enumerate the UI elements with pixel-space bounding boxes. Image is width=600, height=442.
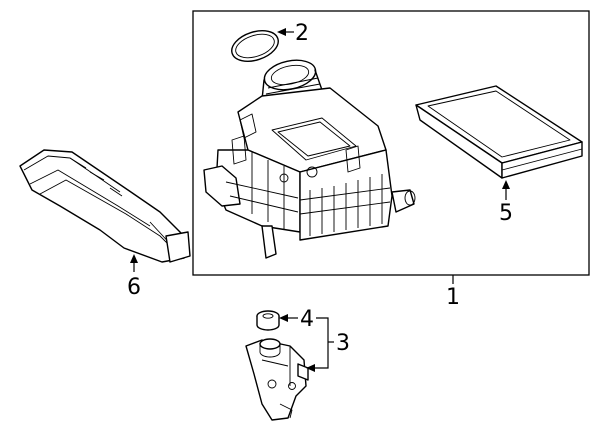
part-3-mounting-bracket	[245, 338, 309, 421]
callout-5: 5	[499, 201, 513, 226]
assembly-frame	[192, 10, 590, 276]
callout-3: 3	[336, 331, 350, 356]
callout-1: 1	[446, 285, 460, 310]
callout-6: 6	[127, 275, 141, 300]
part-2-seal-ring	[231, 30, 279, 62]
part-1-air-cleaner-housing	[203, 59, 416, 259]
part-5-air-filter-element	[415, 85, 583, 179]
arrow-2	[277, 28, 286, 36]
arrow-3	[306, 364, 315, 372]
callout-4: 4	[300, 307, 314, 332]
part-6-intake-duct	[19, 149, 191, 263]
arrow-4	[279, 314, 288, 322]
arrow-5	[502, 180, 510, 189]
leader-3	[314, 317, 329, 369]
part-4-grommet	[256, 310, 280, 331]
leader-lines	[130, 28, 510, 372]
callout-2: 2	[295, 21, 309, 46]
arrow-6	[130, 254, 138, 263]
